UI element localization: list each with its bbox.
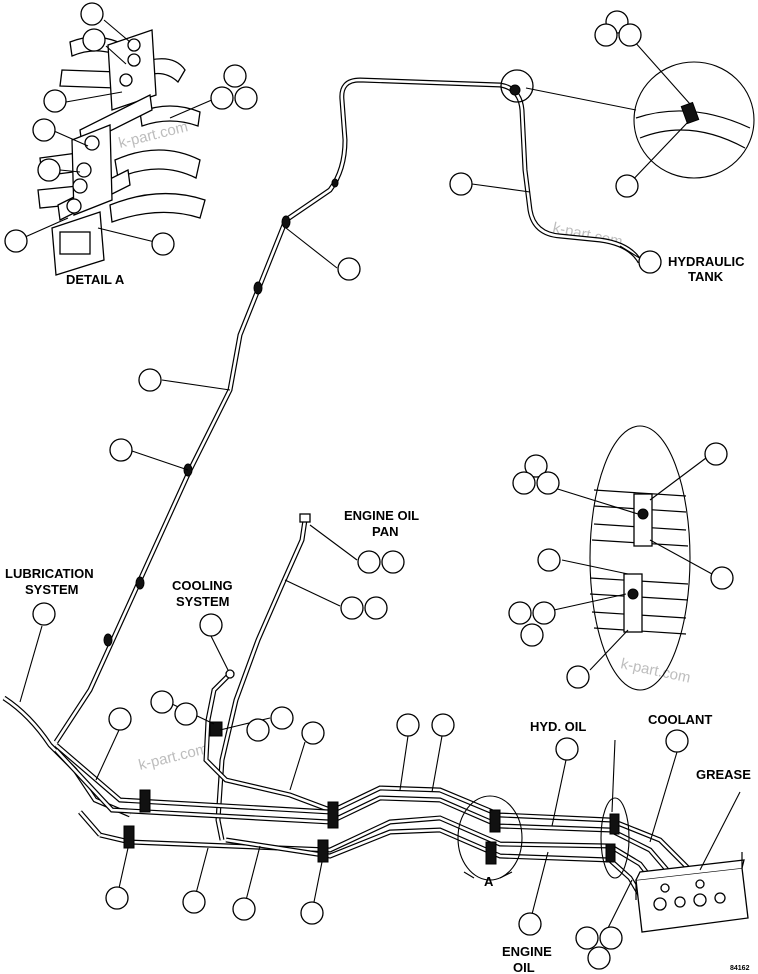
- detail-a-clamp-assembly: [37, 29, 206, 276]
- hydraulic-tank-line: [53, 77, 643, 744]
- tank-clip-detail: [500, 61, 755, 179]
- drawing-number: 84162: [730, 965, 750, 972]
- watermark: k-part.com: [137, 740, 210, 774]
- engine-oil-pan-label-line2: PAN: [372, 524, 398, 539]
- tank-callouts: [449, 10, 691, 274]
- engine-oil-pan-line: [215, 513, 311, 841]
- cooling-system-label-line2: SYSTEM: [176, 594, 229, 609]
- section-a-marker: A: [457, 795, 630, 889]
- lubrication-system-label-line2: SYSTEM: [25, 582, 78, 597]
- grease-manifold-block: [635, 852, 749, 933]
- clamp-detail-oval: [589, 425, 691, 691]
- watermark: k-part.com: [619, 655, 692, 686]
- hyd-oil-label: HYD. OIL: [530, 719, 586, 734]
- main-line-bundle: [2, 695, 702, 897]
- cooling-system-line: [203, 669, 331, 813]
- clamp-detail-callouts: [508, 442, 734, 813]
- engine-oil-label-line2: OIL: [513, 960, 535, 974]
- grease-label: GREASE: [696, 767, 751, 782]
- detail-a-callouts: [4, 2, 258, 256]
- lubrication-callouts: [19, 602, 56, 703]
- bundle-callouts: [95, 707, 741, 970]
- hydraulic-tank-label-line1: HYDRAULIC: [668, 254, 745, 269]
- tank-line-callouts: [109, 227, 361, 471]
- lubrication-system-label-line1: LUBRICATION: [5, 566, 94, 581]
- cooling-callouts: [150, 613, 325, 791]
- section-a-label: A: [484, 874, 494, 889]
- coolant-label: COOLANT: [648, 712, 712, 727]
- engine-oil-label-line1: ENGINE: [502, 944, 552, 959]
- hydraulic-tank-label-line2: TANK: [688, 269, 724, 284]
- cooling-system-label-line1: COOLING: [172, 578, 233, 593]
- detail-a-label: DETAIL A: [66, 272, 125, 287]
- oil-pan-callouts: [284, 524, 405, 620]
- engine-oil-pan-label-line1: ENGINE OIL: [344, 508, 419, 523]
